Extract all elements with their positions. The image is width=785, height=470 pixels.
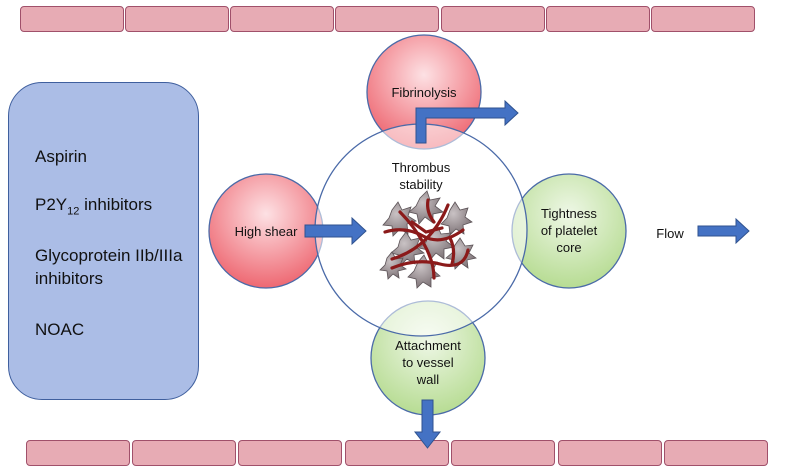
drug-p2y12-main: P2Y — [35, 195, 68, 214]
tightness-line3: core — [556, 240, 582, 255]
endothelial-cell — [558, 440, 662, 466]
attachment-line2: to vessel — [402, 355, 454, 370]
drug-gp-line1: Glycoprotein IIb/IIIa — [35, 246, 183, 265]
endothelial-cell — [546, 6, 650, 32]
drug-glycoprotein: Glycoprotein IIb/IIIa inhibitors — [35, 244, 182, 290]
attachment-line3: wall — [416, 372, 440, 387]
endothelial-cell — [451, 440, 555, 466]
endothelial-cell — [20, 6, 124, 32]
endothelial-cell — [132, 440, 236, 466]
thrombus-icon — [379, 190, 477, 289]
endothelial-cell — [335, 6, 439, 32]
flow-arrow-icon — [697, 217, 750, 245]
endothelial-cell — [238, 440, 342, 466]
tightness-line2: of platelet — [540, 223, 598, 238]
fibrinolysis-arrow-icon — [415, 99, 519, 144]
fibrinolysis-label: Fibrinolysis — [391, 85, 457, 100]
endothelial-cell — [441, 6, 545, 32]
drug-aspirin: Aspirin — [35, 147, 87, 166]
drug-p2y12-rest: inhibitors — [79, 195, 153, 214]
attachment-arrow-icon — [413, 399, 442, 449]
high-shear-arrow-icon — [304, 216, 367, 246]
flow-label: Flow — [656, 226, 684, 241]
tightness-line1: Tightness — [541, 206, 597, 221]
drug-p2y12: P2Y12 inhibitors — [35, 193, 152, 223]
endothelial-cell — [230, 6, 334, 32]
block-arrow-icon — [304, 99, 750, 449]
drug-noac: NOAC — [35, 320, 85, 339]
drug-panel: Aspirin P2Y12 inhibitors Glycoprotein II… — [8, 82, 199, 400]
attachment-line1: Attachment — [395, 338, 461, 353]
center-label-line2: stability — [399, 177, 443, 192]
drug-p2y12-sub: 12 — [67, 205, 80, 218]
endothelial-cell — [651, 6, 755, 32]
attachment-label: Attachment to vessel wall — [383, 337, 473, 388]
high-shear-label: High shear — [234, 224, 298, 239]
center-label: Thrombus stability — [361, 159, 481, 193]
endothelial-cell — [345, 440, 449, 466]
center-label-line1: Thrombus — [391, 160, 451, 175]
endothelial-cell — [664, 440, 768, 466]
endothelial-cell — [26, 440, 130, 466]
tightness-label: Tightness of platelet core — [524, 205, 614, 256]
endothelial-cell — [125, 6, 229, 32]
drug-gp-line2: inhibitors — [35, 269, 104, 288]
